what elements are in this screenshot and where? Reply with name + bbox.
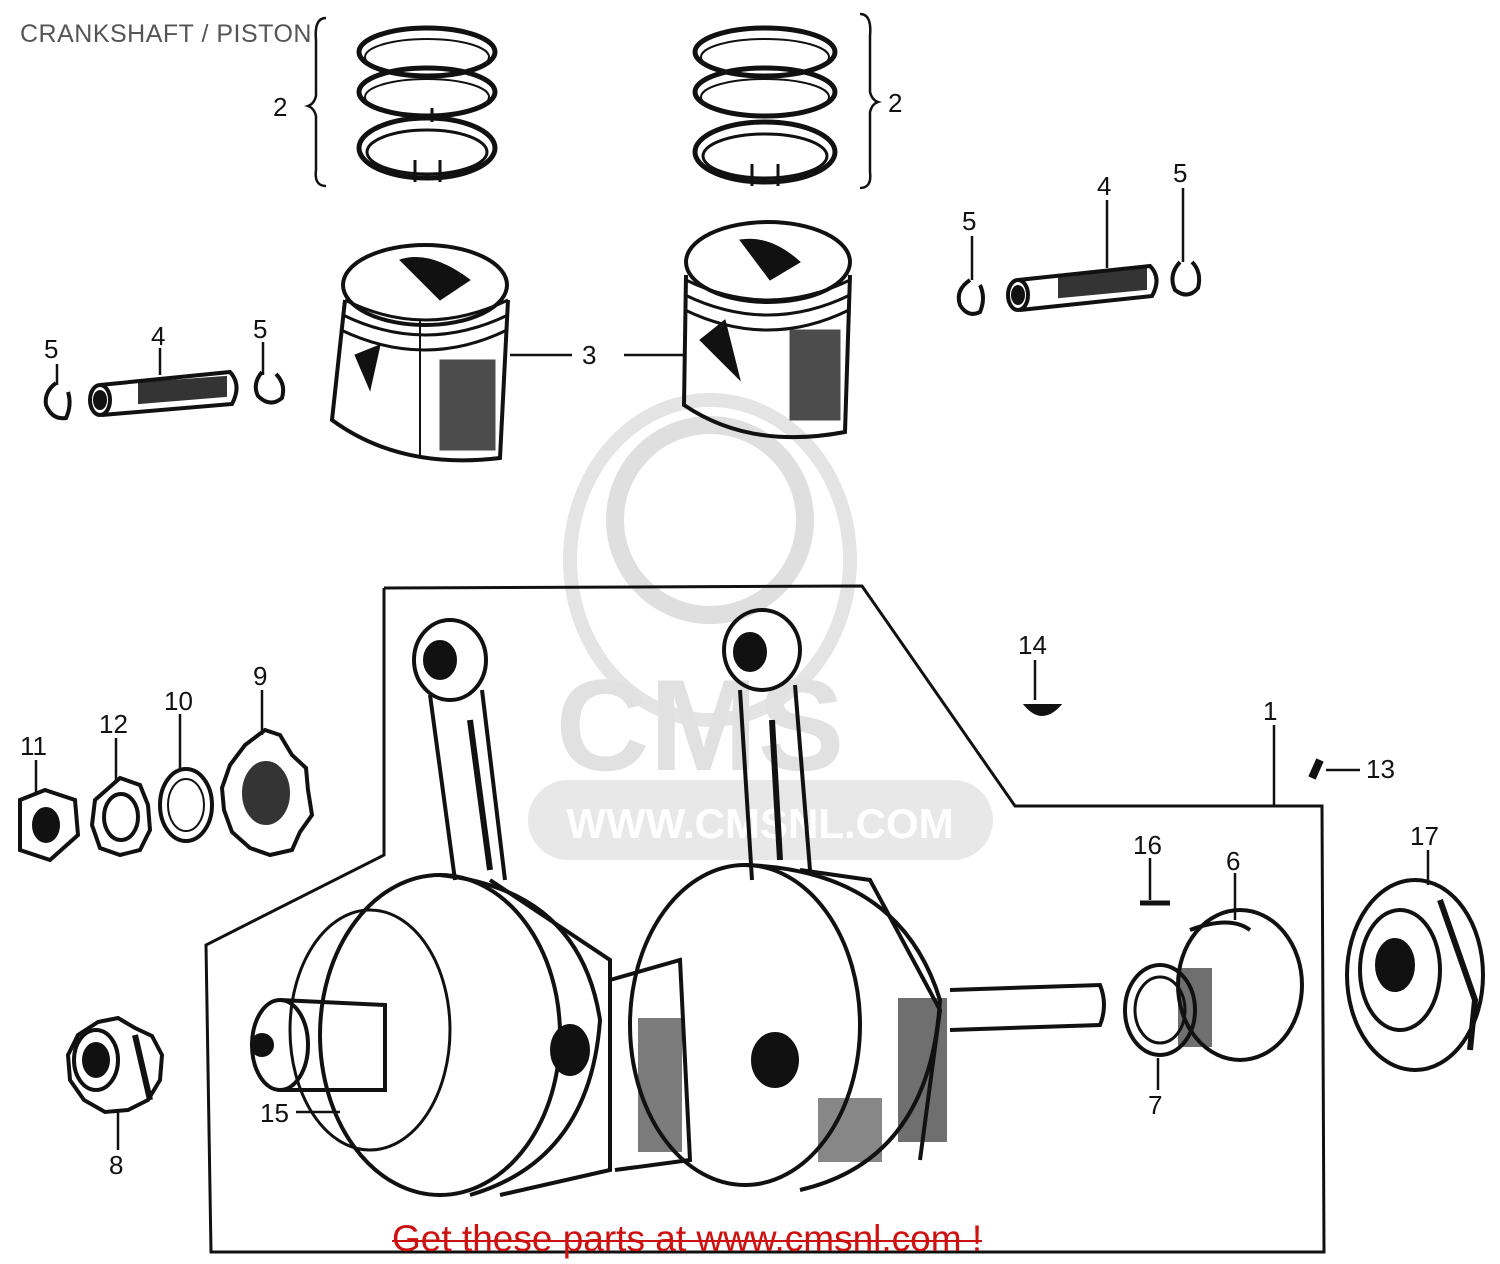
lock-washer-part-12	[89, 775, 153, 858]
callout-15: 15	[260, 1098, 289, 1128]
piston-pin-left	[88, 369, 239, 417]
callout-5-a: 5	[44, 334, 58, 364]
piston-pin-right	[1006, 263, 1159, 312]
callout-13: 13	[1366, 754, 1395, 784]
callout-4-right: 4	[1097, 171, 1111, 201]
assembly-outline	[204, 584, 1326, 1254]
callout-11: 11	[20, 731, 47, 761]
connecting-rod-right	[722, 608, 812, 881]
callout-5-d: 5	[1173, 158, 1187, 188]
circlip-left-outer	[43, 381, 72, 421]
callout-9: 9	[253, 661, 267, 691]
oil-seal	[1345, 878, 1485, 1072]
callout-7: 7	[1148, 1090, 1162, 1120]
circlip-right-outer	[956, 278, 985, 316]
circlip-left-inner	[253, 370, 286, 405]
cms-watermark: CMS WWW.CMSNL.COM	[528, 393, 993, 860]
callout-numbers: 1 2 2 3 4 4 5 5 5 5 6 7 8 9 10 11 12 13 …	[20, 88, 1439, 1180]
callout-4-left: 4	[151, 321, 165, 351]
washer-part-10	[158, 767, 214, 843]
diagram-title: CRANKSHAFT / PISTON	[20, 20, 312, 48]
callout-2-right: 2	[888, 88, 902, 118]
bracket-right	[859, 12, 882, 190]
woodruff-key	[1022, 704, 1063, 716]
nut-part-11	[18, 787, 81, 863]
callout-6: 6	[1226, 846, 1240, 876]
watermark-url-text: WWW.CMSNL.COM	[566, 800, 953, 847]
callout-10: 10	[164, 686, 193, 716]
callout-14: 14	[1018, 630, 1047, 660]
leader-lines	[34, 188, 1430, 1150]
sprocket-part-9	[219, 727, 315, 858]
callout-5-c: 5	[962, 206, 976, 236]
piston-rings-right	[692, 25, 838, 186]
promo-link[interactable]: Get these parts at www.cmsnl.com !	[392, 1218, 983, 1259]
piston-right	[681, 220, 852, 440]
sprocket-part-8	[65, 1015, 165, 1115]
callout-16: 16	[1133, 830, 1162, 860]
piston-left	[329, 243, 510, 463]
callout-5-b: 5	[253, 314, 267, 344]
bracket-left	[304, 16, 327, 188]
callout-2-left: 2	[273, 92, 287, 122]
callout-1: 1	[1263, 696, 1277, 726]
circlip-right-inner	[1170, 260, 1202, 297]
callout-17: 17	[1410, 821, 1439, 851]
callout-8: 8	[109, 1150, 123, 1180]
piston-rings-left	[356, 25, 498, 182]
callout-12: 12	[99, 709, 128, 739]
callout-3: 3	[582, 340, 596, 370]
connecting-rod-left	[412, 618, 507, 881]
crankshaft	[250, 863, 1106, 1197]
crank-bearing	[1123, 908, 1304, 1062]
dowel-pin	[1308, 758, 1324, 780]
